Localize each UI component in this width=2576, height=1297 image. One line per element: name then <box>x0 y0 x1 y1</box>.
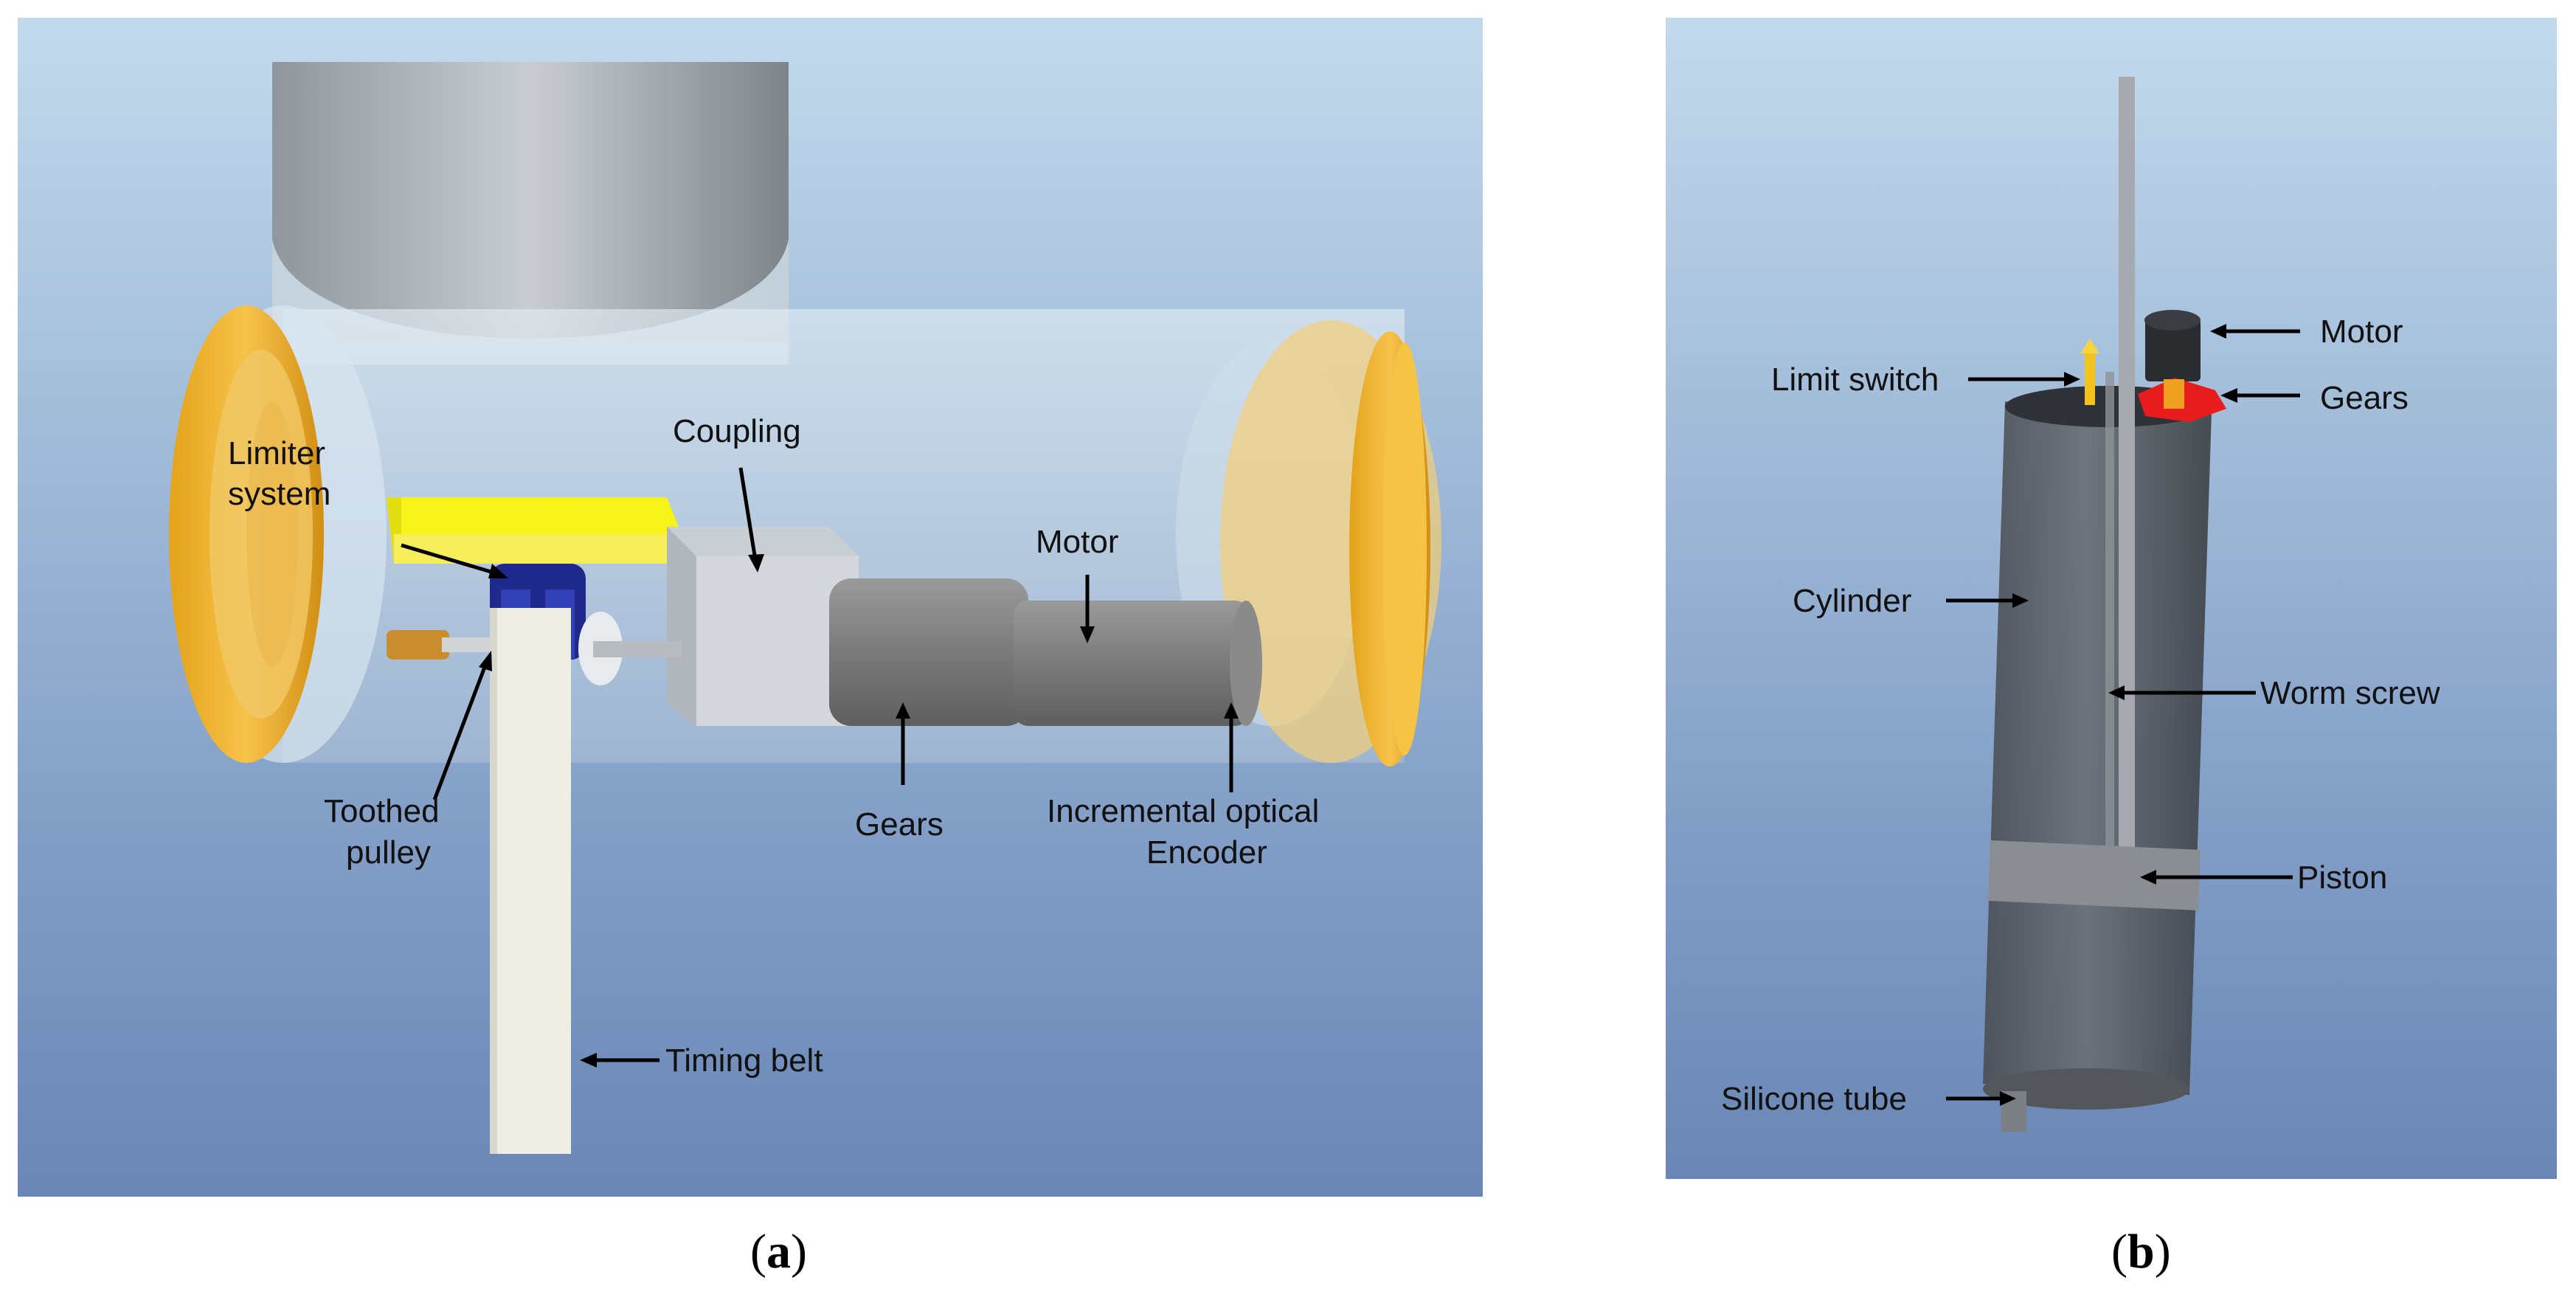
label-encoder-line1: Incremental optical <box>1047 793 1319 829</box>
right-flange <box>1220 320 1441 767</box>
caption-b: (b) <box>2111 1225 2171 1279</box>
label-b-cylinder: Cylinder <box>1793 583 1911 619</box>
limiter-block <box>387 497 682 564</box>
label-b-silicone-tube: Silicone tube <box>1721 1081 1907 1117</box>
cylinder-body <box>1983 386 2212 1110</box>
motor-unit <box>2144 310 2201 381</box>
left-flange <box>169 305 324 763</box>
gears <box>2138 378 2226 422</box>
label-gears: Gears <box>855 806 944 843</box>
label-coupling: Coupling <box>673 413 801 449</box>
annotation-arrows <box>1946 324 2300 1106</box>
caption-a: (a) <box>750 1225 807 1279</box>
label-toothed-line1: Toothed <box>324 793 440 829</box>
panel-b-figure: Motor Limit switch Gears Cylinder Worm s… <box>1666 18 2557 1179</box>
timing-belt <box>490 608 571 1154</box>
panel-a-labels: Limiter system Coupling Motor Toothed pu… <box>228 413 1319 1079</box>
panel-a-drawing: Limiter system Coupling Motor Toothed pu… <box>169 62 1441 1154</box>
panel-a-figure: Limiter system Coupling Motor Toothed pu… <box>18 18 1483 1197</box>
label-limiter-line2: system <box>228 476 330 512</box>
shaft <box>387 630 682 660</box>
label-b-limit-switch: Limit switch <box>1771 362 1939 398</box>
motor-body <box>829 578 1262 726</box>
limit-switch <box>2080 339 2099 405</box>
panel-b-drawing: Motor Limit switch Gears Cylinder Worm s… <box>1721 77 2440 1132</box>
panel-b-labels: Motor Limit switch Gears Cylinder Worm s… <box>1721 314 2440 1117</box>
captions: (a) (b) <box>750 1225 2171 1279</box>
label-b-piston: Piston <box>2297 860 2387 896</box>
piston <box>1988 840 2201 910</box>
label-b-motor: Motor <box>2320 314 2403 350</box>
worm-screw <box>2105 77 2135 881</box>
label-toothed-line2: pulley <box>346 834 431 871</box>
label-encoder-line2: Encoder <box>1146 834 1267 871</box>
label-b-worm-screw: Worm screw <box>2260 675 2440 711</box>
annotation-arrows <box>401 467 1239 1068</box>
label-b-gears: Gears <box>2320 380 2409 416</box>
label-limiter-line1: Limiter <box>228 435 325 471</box>
label-timing-belt: Timing belt <box>665 1042 823 1079</box>
label-motor: Motor <box>1036 524 1118 560</box>
